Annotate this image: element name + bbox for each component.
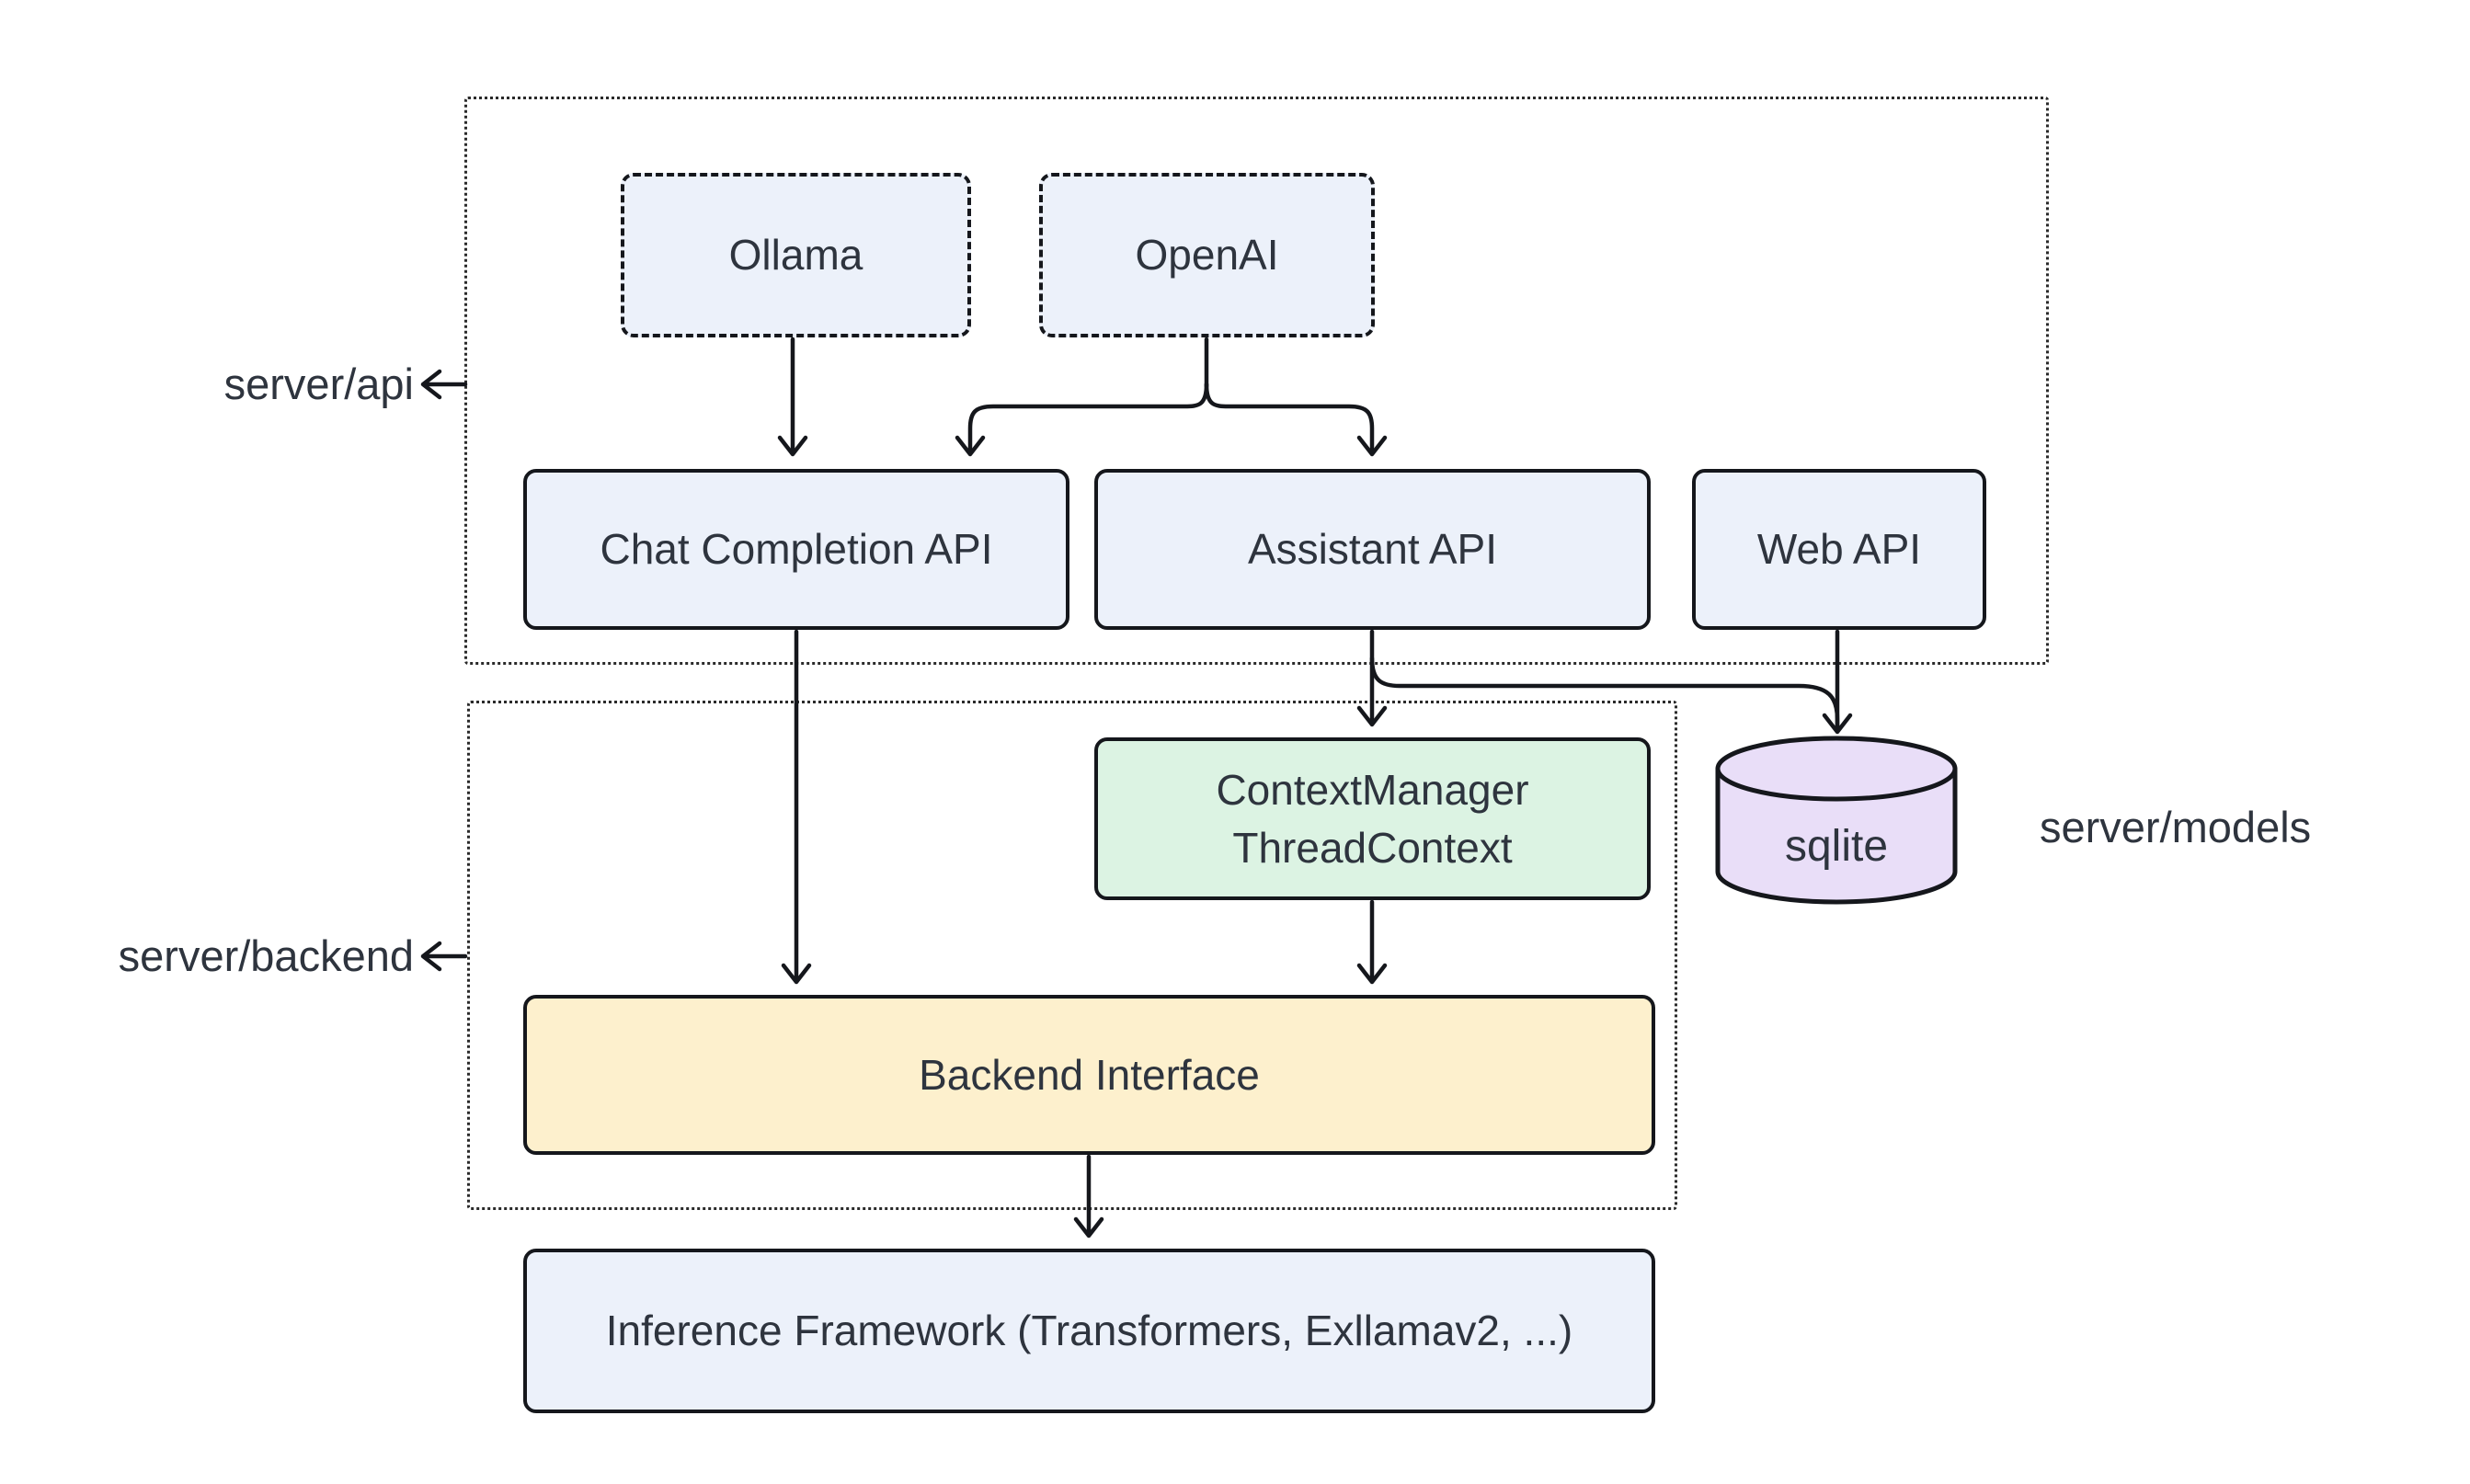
sqlite-cylinder	[1715, 736, 1958, 905]
node-inference-framework-label: Inference Framework (Transformers, Exlla…	[605, 1307, 1573, 1355]
node-backend-interface-label: Backend Interface	[919, 1050, 1260, 1099]
server-api-label: server/api	[223, 360, 414, 408]
node-web-api-label: Web API	[1756, 525, 1922, 574]
node-chat-completion-api-label: Chat Completion API	[600, 525, 993, 574]
node-inference-framework: Inference Framework (Transformers, Exlla…	[523, 1249, 1655, 1413]
node-backend-interface: Backend Interface	[523, 995, 1655, 1155]
server-backend-label: server/backend	[118, 931, 414, 980]
edge-assistant-sqlite	[1369, 656, 1840, 729]
node-context-manager-line1: ContextManager	[1216, 766, 1529, 815]
node-context-manager: ContextManager ThreadContext	[1094, 737, 1651, 900]
node-chat-completion-api: Chat Completion API	[523, 469, 1069, 630]
node-web-api: Web API	[1692, 469, 1986, 630]
node-assistant-api-label: Assistant API	[1247, 525, 1497, 574]
edge-openai-chat	[955, 382, 1209, 457]
node-openai-label: OpenAI	[1135, 231, 1279, 280]
node-sqlite-label: sqlite	[1784, 821, 1889, 871]
group-server-backend	[467, 701, 1677, 1210]
server-models-label: server/models	[2040, 803, 2312, 851]
node-ollama-label: Ollama	[728, 231, 863, 280]
group-server-api	[464, 97, 2049, 665]
edge-openai-assistant	[1204, 382, 1388, 457]
node-openai: OpenAI	[1039, 173, 1375, 337]
node-assistant-api: Assistant API	[1094, 469, 1651, 630]
node-ollama: Ollama	[621, 173, 971, 337]
node-context-manager-line2: ThreadContext	[1232, 823, 1513, 872]
